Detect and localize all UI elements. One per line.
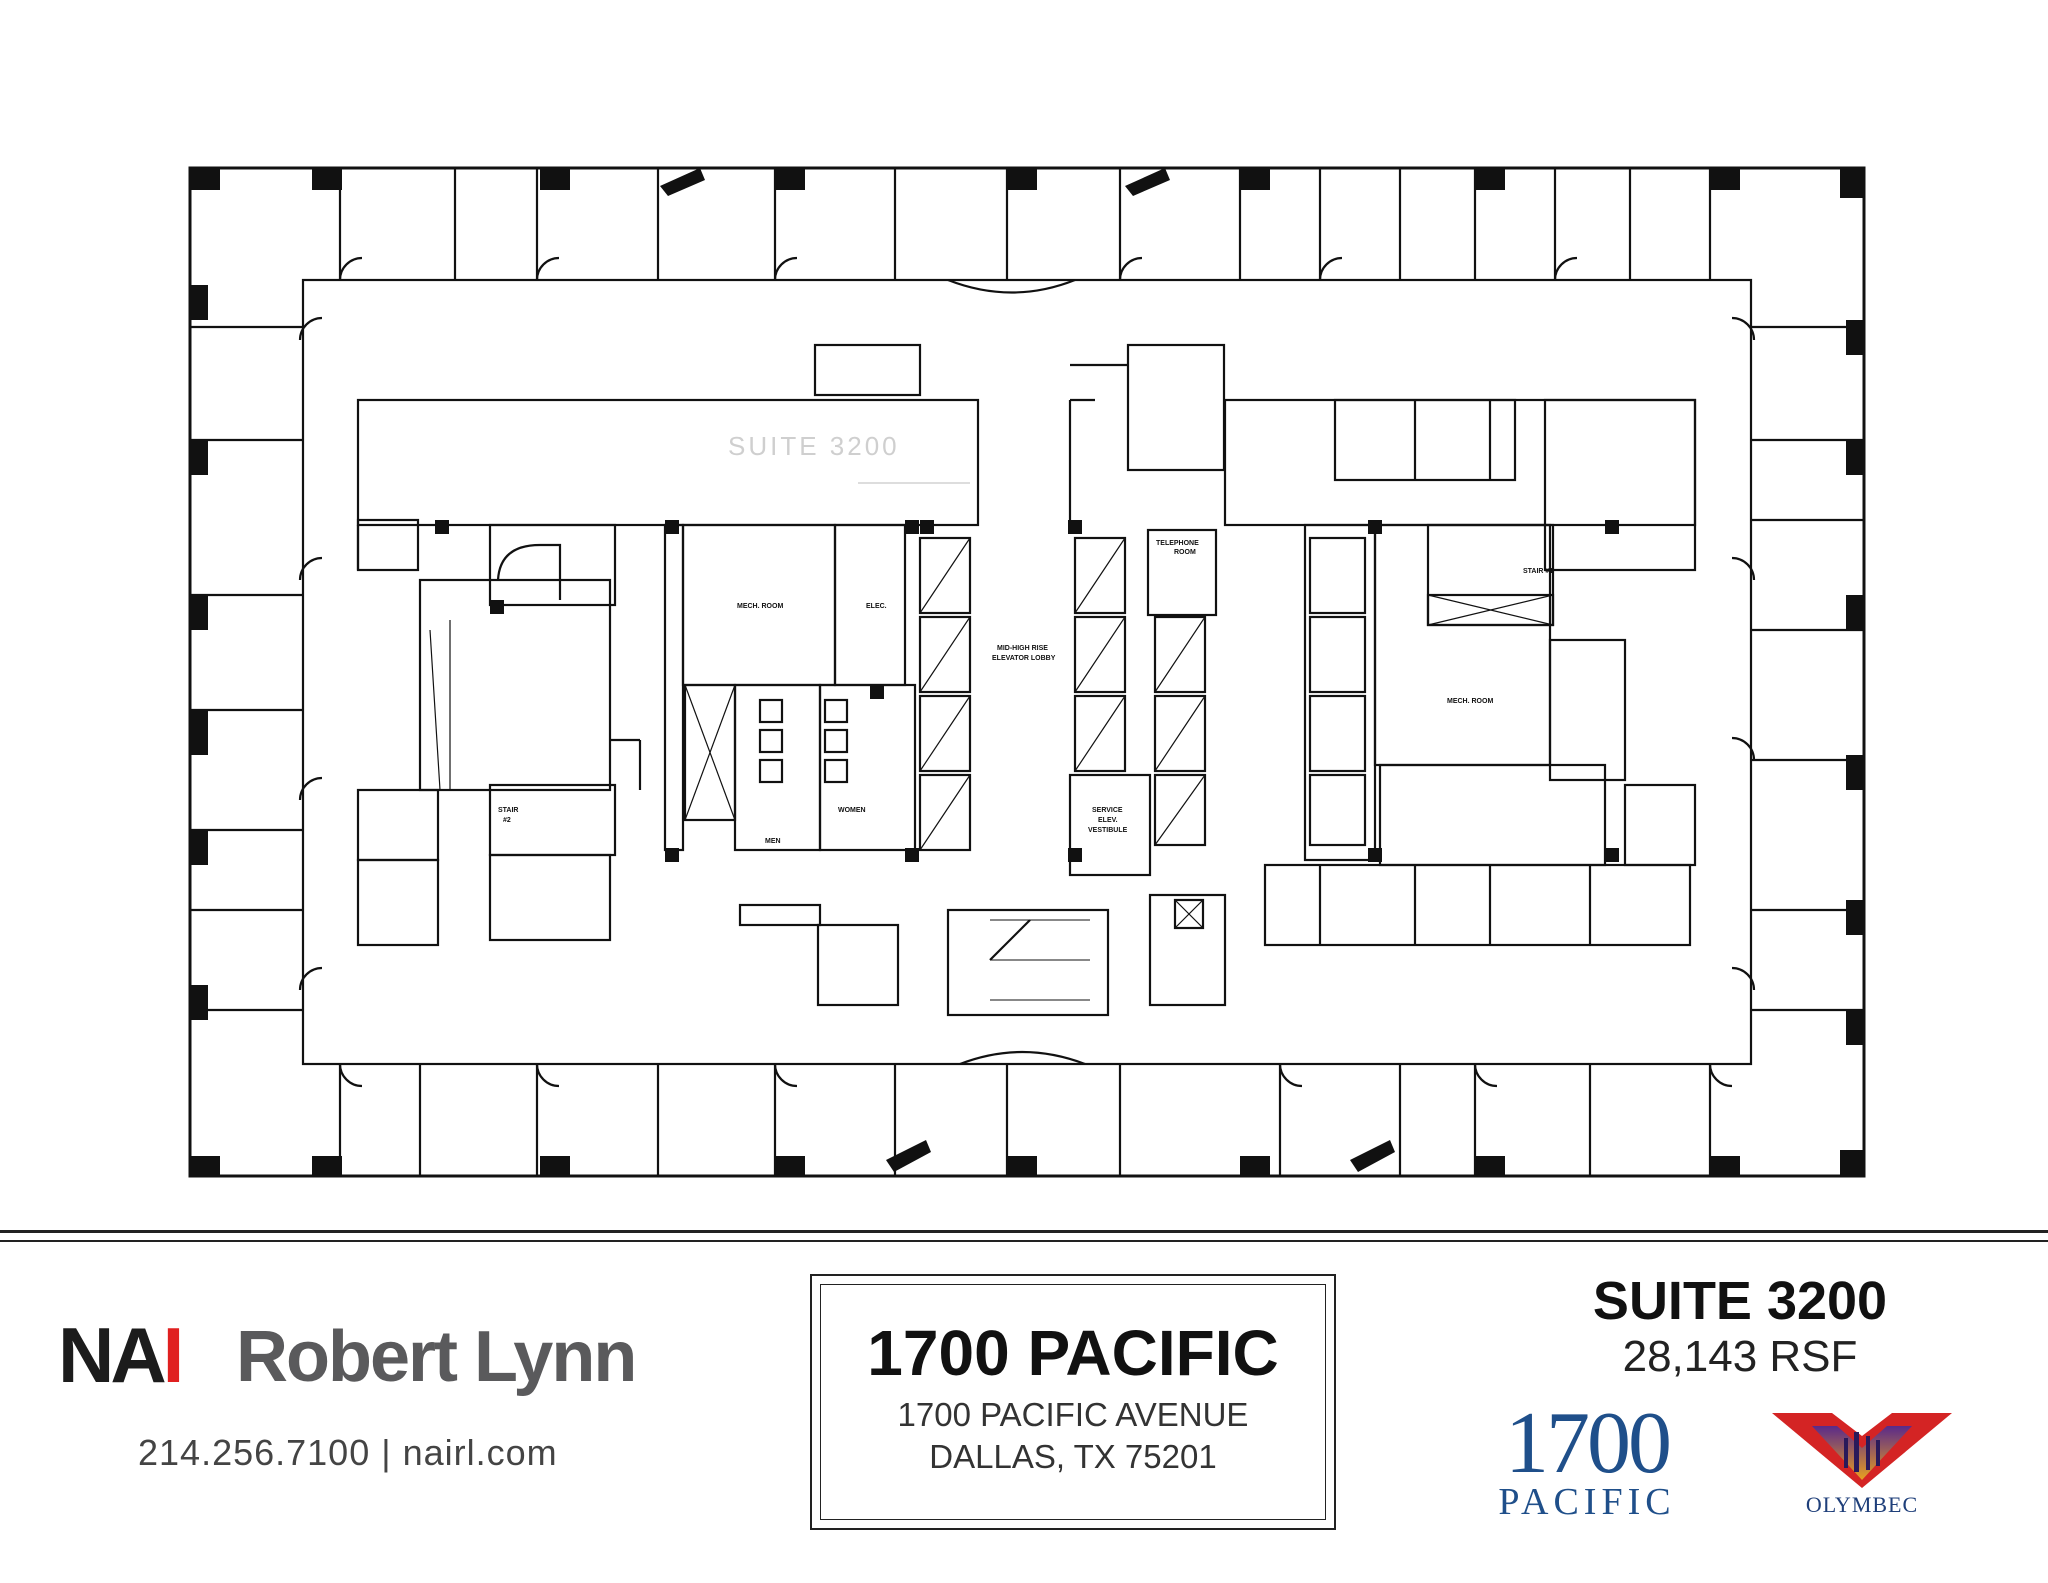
right-offices bbox=[1751, 325, 1864, 1012]
telephone-room bbox=[1146, 528, 1218, 617]
elevator-lobby-label-2: ELEVATOR LOBBY bbox=[992, 655, 1056, 662]
suite-area: 28,143 RSF bbox=[1622, 1332, 1858, 1381]
elevator-lobby-label-1: MID-HIGH RISE bbox=[997, 645, 1048, 652]
contact-line: 214.256.7100 | nairl.com bbox=[138, 1432, 558, 1473]
pacific-logo-word: PACIFIC bbox=[1498, 1481, 1676, 1523]
brand-name: Robert Lynn bbox=[236, 1317, 637, 1397]
stair-1-label: STAIR #1 bbox=[1523, 568, 1553, 575]
building-name: 1700 PACIFIC bbox=[867, 1317, 1279, 1389]
olymbec-logo-word: OLYMBEC bbox=[1805, 1492, 1919, 1517]
address-line-1: 1700 PACIFIC AVENUE bbox=[897, 1396, 1249, 1433]
stair-2-label-b: #2 bbox=[503, 817, 511, 824]
address-line-2: DALLAS, TX 75201 bbox=[929, 1438, 1217, 1475]
service-label-3: VESTIBULE bbox=[1088, 827, 1128, 834]
olymbec-eagle-icon bbox=[1772, 1413, 1952, 1488]
men-label: MEN bbox=[765, 838, 781, 845]
service-label-2: ELEV. bbox=[1098, 817, 1118, 824]
service-vestibule bbox=[1068, 773, 1152, 877]
divider-rule-top bbox=[0, 1230, 2048, 1233]
nai-mark-text: NAI bbox=[58, 1311, 184, 1399]
mech-room-left-label: MECH. ROOM bbox=[737, 603, 783, 610]
corridor-boundary bbox=[301, 278, 1753, 1066]
left-small-room bbox=[356, 518, 420, 572]
floor-plan: SUITE 3200 MECH. ROOM ELEC. MID-HIGH RIS… bbox=[188, 166, 1866, 1178]
address-box: 1700 PACIFIC 1700 PACIFIC AVENUE DALLAS,… bbox=[810, 1274, 1336, 1530]
central-stair bbox=[946, 908, 1110, 1017]
shaft-left bbox=[663, 523, 685, 852]
suite-block-east bbox=[1223, 398, 1697, 527]
nai-robert-lynn-logo: NAI Robert Lynn bbox=[58, 1315, 698, 1397]
elevator-bank-west bbox=[918, 536, 972, 852]
building-outline bbox=[188, 166, 1866, 1178]
womens-room bbox=[818, 683, 917, 852]
1700-pacific-logo: 1700 PACIFIC bbox=[1492, 1395, 1682, 1523]
stair-top-west bbox=[488, 523, 617, 607]
elec-label: ELEC. bbox=[866, 603, 887, 610]
divider-rule-bottom bbox=[0, 1240, 2048, 1242]
elevator-bank-east bbox=[1073, 536, 1207, 847]
pacific-logo-number: 1700 bbox=[1505, 1395, 1672, 1492]
olymbec-logo: OLYMBEC bbox=[1772, 1408, 1952, 1518]
mens-room bbox=[733, 683, 822, 852]
women-label: WOMEN bbox=[838, 807, 866, 814]
nai-mark: NAI bbox=[58, 1315, 184, 1395]
left-offices bbox=[190, 325, 303, 1012]
suite-title: SUITE 3200 bbox=[1592, 1271, 1888, 1331]
structural-columns bbox=[190, 168, 1864, 1176]
telephone-label-1: TELEPHONE bbox=[1156, 540, 1199, 547]
stair-2-label-a: STAIR bbox=[498, 807, 518, 814]
mech-room-right bbox=[1373, 523, 1552, 767]
service-label-1: SERVICE bbox=[1092, 807, 1123, 814]
address-box-inner bbox=[820, 1284, 1326, 1520]
ghost-suite-label: SUITE 3200 bbox=[728, 431, 900, 461]
suite-block-west bbox=[356, 398, 980, 527]
telephone-label-2: ROOM bbox=[1174, 549, 1196, 556]
mech-room-right-label: MECH. ROOM bbox=[1447, 698, 1493, 705]
